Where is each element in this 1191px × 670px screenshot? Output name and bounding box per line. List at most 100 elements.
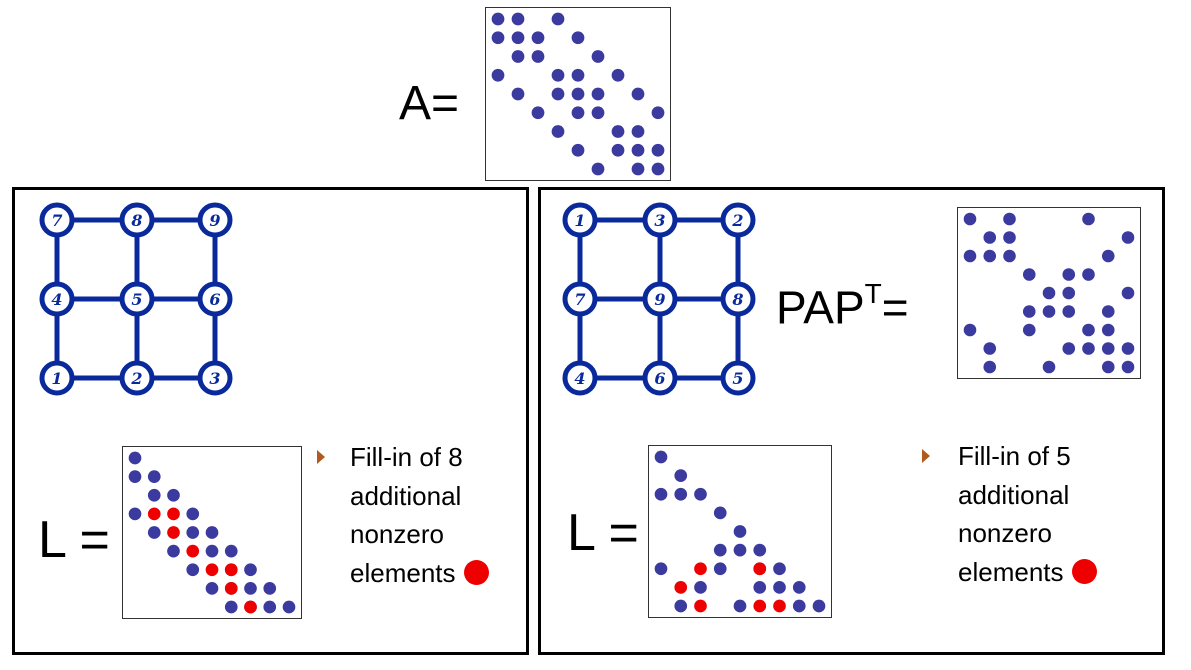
nonzero-dot: [591, 87, 605, 101]
nonzero-dot: [1003, 249, 1016, 263]
graph-node: 4: [39, 281, 75, 317]
nonzero-dot: [128, 451, 142, 465]
fill-in-dot: [224, 582, 238, 595]
matrix-a-dots: [491, 12, 665, 176]
nonzero-dot: [1062, 268, 1076, 281]
right-fill-line-1: Fill-in of 5: [958, 441, 1071, 471]
nonzero-dot: [491, 12, 505, 26]
graph-node: 4: [562, 360, 598, 396]
matrix-papt-dots: [963, 212, 1135, 374]
nonzero-dot: [631, 87, 645, 101]
graph-node: 7: [39, 202, 75, 238]
nonzero-dot: [244, 563, 257, 577]
nonzero-dot: [147, 488, 161, 502]
nonzero-dot: [591, 106, 605, 120]
nonzero-dot: [551, 125, 565, 138]
nonzero-dot: [611, 143, 625, 157]
nonzero-dot: [531, 106, 545, 120]
graph-node-label: 6: [209, 290, 220, 309]
left-panel: [12, 187, 529, 655]
nonzero-dot: [531, 31, 545, 45]
nonzero-dot: [773, 562, 786, 576]
nonzero-dot: [631, 125, 645, 138]
fill-in-dot: [753, 599, 767, 613]
graph-node: 7: [562, 281, 598, 317]
graph-node: 9: [642, 281, 678, 317]
graph-node: 5: [119, 281, 155, 317]
nonzero-dot: [491, 31, 505, 45]
nonzero-dot: [611, 125, 625, 138]
graph-node-label: 2: [731, 211, 743, 230]
nonzero-dot: [983, 249, 997, 263]
nonzero-dot: [963, 212, 977, 226]
nonzero-dot: [571, 106, 585, 120]
matrix-l-right-dots: [654, 450, 826, 613]
nonzero-dot: [167, 488, 180, 502]
right-fill-line-4-text: elements: [958, 556, 1064, 587]
nonzero-dot: [1101, 360, 1115, 374]
graph-node: 6: [642, 360, 678, 396]
graph-node-label: 2: [130, 369, 142, 388]
pap-text: PAP: [776, 281, 865, 334]
graph-node: 9: [197, 202, 233, 238]
nonzero-dot: [205, 526, 219, 539]
nonzero-dot: [733, 543, 747, 557]
nonzero-dot: [571, 87, 585, 101]
nonzero-dot: [654, 487, 668, 501]
nonzero-dot: [1003, 231, 1016, 244]
nonzero-dot: [1003, 212, 1016, 226]
nonzero-dot: [1062, 342, 1076, 355]
left-fill-line-2: additional: [350, 480, 462, 511]
nonzero-dot: [773, 581, 786, 594]
nonzero-dot: [1101, 249, 1115, 263]
nonzero-dot: [591, 50, 605, 63]
nonzero-dot: [651, 143, 665, 157]
graph-node: 3: [197, 360, 233, 396]
graph-node: 2: [720, 202, 756, 238]
nonzero-dot: [1042, 360, 1056, 374]
fill-in-dot: [674, 581, 688, 594]
nonzero-dot: [1101, 305, 1115, 318]
graph-node-label: 9: [209, 211, 220, 230]
graph-node-label: 8: [130, 211, 142, 230]
nonzero-dot: [186, 507, 200, 521]
left-bullet-icon: [317, 450, 325, 464]
nonzero-dot: [263, 582, 277, 595]
nonzero-dot: [631, 143, 645, 157]
nonzero-dot: [713, 543, 727, 557]
nonzero-dot: [674, 487, 688, 501]
nonzero-dot: [571, 143, 585, 157]
nonzero-dot: [551, 87, 565, 101]
right-bullet-icon: [922, 449, 930, 463]
nonzero-dot: [983, 360, 997, 374]
nonzero-dot: [531, 50, 545, 63]
left-fill-line-4: elements: [350, 554, 489, 593]
nonzero-dot: [694, 581, 707, 594]
nonzero-dot: [224, 600, 238, 614]
nonzero-dot: [591, 162, 605, 176]
fill-in-dot: [167, 507, 180, 521]
fill-in-dot: [694, 562, 707, 576]
nonzero-dot: [1022, 323, 1036, 337]
nonzero-dot: [1082, 212, 1095, 226]
left-l-label: L =: [38, 511, 110, 569]
nonzero-dot: [694, 487, 707, 501]
nonzero-dot: [963, 323, 977, 337]
nonzero-dot: [282, 600, 296, 614]
nonzero-dot: [224, 544, 238, 558]
nonzero-dot: [1101, 323, 1115, 337]
nonzero-dot: [571, 68, 585, 82]
nonzero-dot: [651, 162, 665, 176]
nonzero-dot: [713, 562, 727, 576]
nonzero-dot: [1022, 268, 1036, 281]
matrix-papt: [957, 207, 1141, 379]
matrix-l-left: [122, 446, 302, 619]
right-fill-line-2: additional: [958, 479, 1070, 510]
nonzero-dot: [753, 543, 767, 557]
nonzero-dot: [674, 469, 688, 482]
a-matrix-label: A=: [399, 77, 460, 130]
nonzero-dot: [167, 544, 180, 558]
nonzero-dot: [1082, 268, 1095, 281]
nonzero-dot: [1062, 305, 1076, 318]
graph-node-label: 7: [51, 211, 62, 230]
